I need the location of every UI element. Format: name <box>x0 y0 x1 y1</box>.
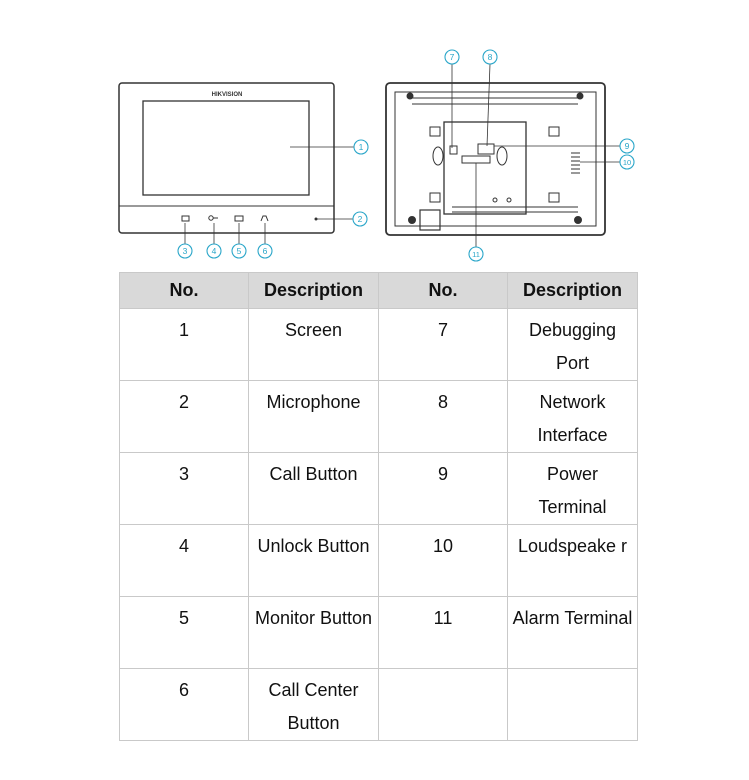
table-cell: 4 <box>119 524 249 597</box>
table-cell: 6 <box>119 668 249 741</box>
table-row: 4 Unlock Button 10 Loudspeake r <box>119 524 638 597</box>
table-cell: 8 <box>378 380 508 453</box>
cable-hole <box>432 146 444 166</box>
callout-leaders <box>184 63 620 247</box>
callout-6-label: 6 <box>263 246 268 256</box>
table-cell: Unlock Button <box>248 524 379 597</box>
mount-hole <box>408 216 416 224</box>
callout-5-label: 5 <box>237 246 242 256</box>
table-row: 6 Call Center Button <box>119 668 638 741</box>
front-screen <box>142 100 310 196</box>
rear-top-lip <box>410 97 580 105</box>
table-cell: 10 <box>378 524 508 597</box>
table-cell: Network Interface <box>507 380 638 453</box>
brand-logo: HIKVISION <box>212 92 243 98</box>
table-cell: 2 <box>119 380 249 453</box>
table-cell: Alarm Terminal <box>507 596 638 669</box>
table-row: 2 Microphone 8 Network Interface <box>119 380 638 453</box>
call-center-icon <box>260 215 269 222</box>
table-cell: Call Button <box>248 452 379 525</box>
table-cell: Loudspeake r <box>507 524 638 597</box>
callout-1-label: 1 <box>359 142 364 152</box>
table-row: 1 Screen 7 Debugging Port <box>119 308 638 381</box>
rear-view <box>385 82 606 236</box>
bottom-cable-outlet <box>419 209 441 231</box>
table-row: 3 Call Button 9 Power Terminal <box>119 452 638 525</box>
callout-3-label: 3 <box>183 246 188 256</box>
debugging-port <box>449 145 458 155</box>
table-cell: Debugging Port <box>507 308 638 381</box>
callout-10-label: 10 <box>623 158 631 167</box>
table-cell: 9 <box>378 452 508 525</box>
alarm-terminal-block <box>461 155 491 164</box>
table-cell: Monitor Button <box>248 596 379 669</box>
loudspeaker-grille <box>571 152 580 174</box>
rear-inner-frame <box>394 91 597 227</box>
table-header-row: No. Description No. Description <box>119 272 638 309</box>
bracket-clip <box>429 126 441 137</box>
table-cell: 7 <box>378 308 508 381</box>
callout-markers <box>177 49 635 262</box>
callout-8-label: 8 <box>488 52 493 62</box>
callout-2-label: 2 <box>358 214 363 224</box>
bracket-clip <box>548 126 560 137</box>
table-cell: Microphone <box>248 380 379 453</box>
mount-hole <box>576 92 584 100</box>
table-cell <box>378 668 508 741</box>
table-cell: 3 <box>119 452 249 525</box>
screw-hole <box>506 197 512 203</box>
table-cell: Power Terminal <box>507 452 638 525</box>
terminal-board <box>443 121 527 215</box>
mount-hole <box>406 92 414 100</box>
bracket-clip <box>548 192 560 203</box>
mount-hole <box>574 216 582 224</box>
table-cell: Call Center Button <box>248 668 379 741</box>
table-cell <box>507 668 638 741</box>
table-cell: 1 <box>119 308 249 381</box>
device-diagram: HIKVISION <box>118 49 635 262</box>
callout-7-label: 7 <box>450 52 455 62</box>
table-cell: 5 <box>119 596 249 669</box>
front-panel-frame <box>118 82 335 234</box>
screw-hole <box>492 197 498 203</box>
header-no: No. <box>119 272 249 309</box>
unlock-icon <box>208 215 218 221</box>
bracket-clip <box>429 192 441 203</box>
front-view <box>118 82 335 234</box>
rear-panel-frame <box>385 82 606 236</box>
table-cell: 11 <box>378 596 508 669</box>
header-description: Description <box>248 272 379 309</box>
table-row: 5 Monitor Button 11 Alarm Terminal <box>119 596 638 669</box>
header-description: Description <box>507 272 638 309</box>
network-interface <box>477 143 495 155</box>
component-table: No. Description No. Description 1 Screen… <box>119 272 638 741</box>
callout-4-label: 4 <box>212 246 217 256</box>
callout-11-label: 11 <box>472 250 480 259</box>
table-cell: Screen <box>248 308 379 381</box>
monitor-icon <box>234 215 244 222</box>
call-icon <box>181 215 190 222</box>
callout-9-label: 9 <box>625 141 630 151</box>
cable-hole <box>496 146 508 166</box>
header-no: No. <box>378 272 508 309</box>
